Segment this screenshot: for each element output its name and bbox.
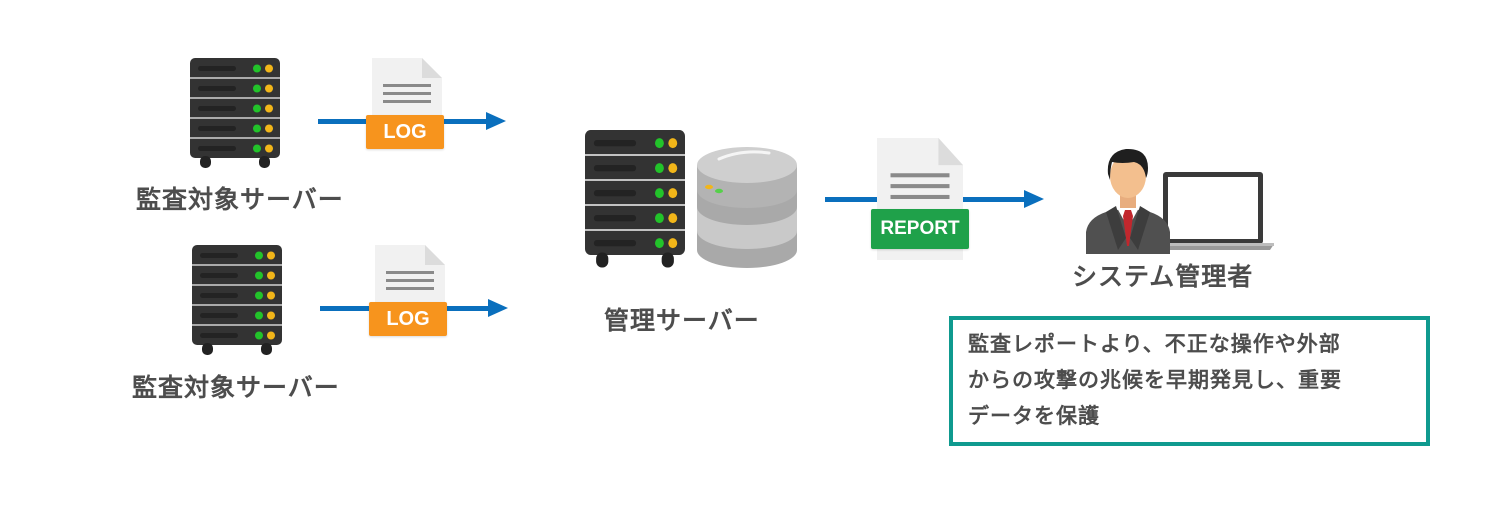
note-line-3: データを保護: [968, 404, 1100, 428]
management-server-label: 管理サーバー: [604, 306, 760, 335]
source-server-1: [190, 58, 280, 170]
source-server-2-label: 監査対象サーバー: [132, 373, 340, 402]
server-rack-icon: [192, 245, 282, 357]
note-line-1: 監査レポートより、不正な操作や外部: [968, 332, 1341, 356]
database-icon: [697, 145, 797, 270]
note-line-2: からの攻撃の兆候を早期発見し、重要: [968, 368, 1342, 392]
log-badge-2: LOG: [369, 302, 447, 336]
log-document-2: LOG: [369, 245, 447, 345]
report-document: REPORT: [871, 138, 969, 263]
server-rack-icon: [190, 58, 280, 170]
log-document-1: LOG: [366, 58, 444, 158]
description-note: 監査レポートより、不正な操作や外部 からの攻撃の兆候を早期発見し、重要 データを…: [949, 316, 1430, 446]
arrow-head-3: [1024, 190, 1044, 208]
report-badge: REPORT: [871, 209, 969, 249]
laptop-icon: [1154, 172, 1274, 250]
person-icon: [1086, 148, 1170, 254]
administrator-label: システム管理者: [1072, 262, 1254, 291]
administrator-illustration: [1078, 146, 1278, 256]
source-server-2: [192, 245, 282, 357]
log-badge-1: LOG: [366, 115, 444, 149]
arrow-head-2: [488, 299, 508, 317]
management-server: [585, 130, 685, 270]
server-rack-icon: [585, 130, 685, 270]
arrow-head-1: [486, 112, 506, 130]
source-server-1-label: 監査対象サーバー: [136, 185, 344, 214]
